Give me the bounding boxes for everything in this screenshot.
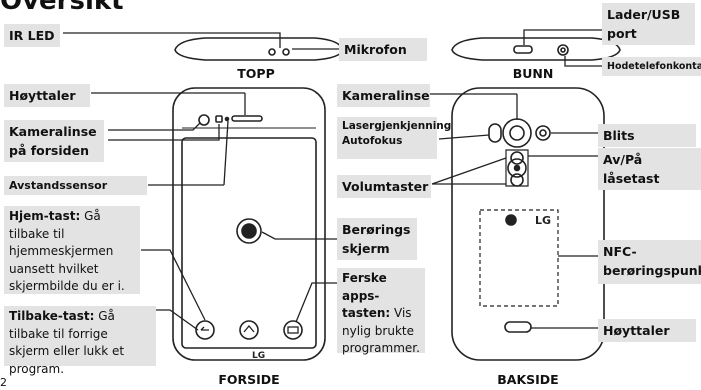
volume-keys-label: Volumtaster [337, 175, 431, 198]
flash-icon [535, 125, 551, 141]
back-caption: BAKSIDE [497, 372, 559, 387]
back-camera-lens [502, 118, 532, 148]
rear-speaker [504, 321, 532, 333]
touchscreen-label: Berørings skjerm [337, 218, 417, 260]
nfc-area [479, 209, 559, 307]
power-key-label: Av/På låsetast [598, 148, 701, 190]
recent-apps-key-icon [283, 320, 303, 340]
home-key-label: Hjem-tast: Gå tilbake til hjemmeskjermen… [4, 206, 140, 294]
rear-speaker-label: Høyttaler [598, 319, 696, 342]
earpiece-speaker [231, 115, 263, 122]
svg-text:LG: LG [535, 214, 551, 227]
lader-usb-label: Lader/USB port [602, 3, 695, 45]
touch-point-icon [236, 218, 262, 244]
top-caption: TOPP [237, 66, 275, 81]
page-number: 2 [0, 376, 7, 389]
laser-af-sensor [488, 123, 502, 143]
nfc-label: NFC-berøringspunkt [598, 240, 701, 284]
mikrofon-label: Mikrofon [339, 38, 427, 61]
front-screen [181, 137, 317, 349]
page-title: Oversikt [0, 0, 124, 16]
back-key-label: Tilbake-tast: Gå tilbake til forrige skj… [4, 306, 156, 376]
back-key-icon [195, 320, 215, 340]
front-camera-lens [198, 114, 210, 126]
hodetelefon-label: Hodetelefonkontakt [602, 57, 701, 76]
flash-label: Blits [598, 124, 696, 147]
front-speaker-label: Høyttaler [4, 84, 90, 107]
bottom-caption: BUNN [512, 66, 554, 81]
home-key-icon [239, 320, 259, 340]
proximity-sensor-label: Avstandssensor [4, 176, 147, 195]
recent-apps-label: Ferske apps-tasten: Vis nylig brukte pro… [337, 268, 425, 355]
bottom-view-phone [451, 37, 621, 61]
front-caption: FORSIDE [218, 372, 280, 387]
front-camera-label: Kameralinse på forsiden [4, 120, 104, 162]
back-phone-body [451, 87, 605, 361]
front-phone-body [172, 87, 326, 361]
volume-keys [505, 149, 529, 187]
back-camera-label: Kameralinse [337, 84, 430, 107]
power-key-icon [507, 158, 527, 178]
ir-led-label: IR LED [4, 24, 60, 47]
svg-text:LG: LG [252, 351, 265, 361]
laser-af-label: Lasergjenkjenning Autofokus [337, 117, 451, 159]
